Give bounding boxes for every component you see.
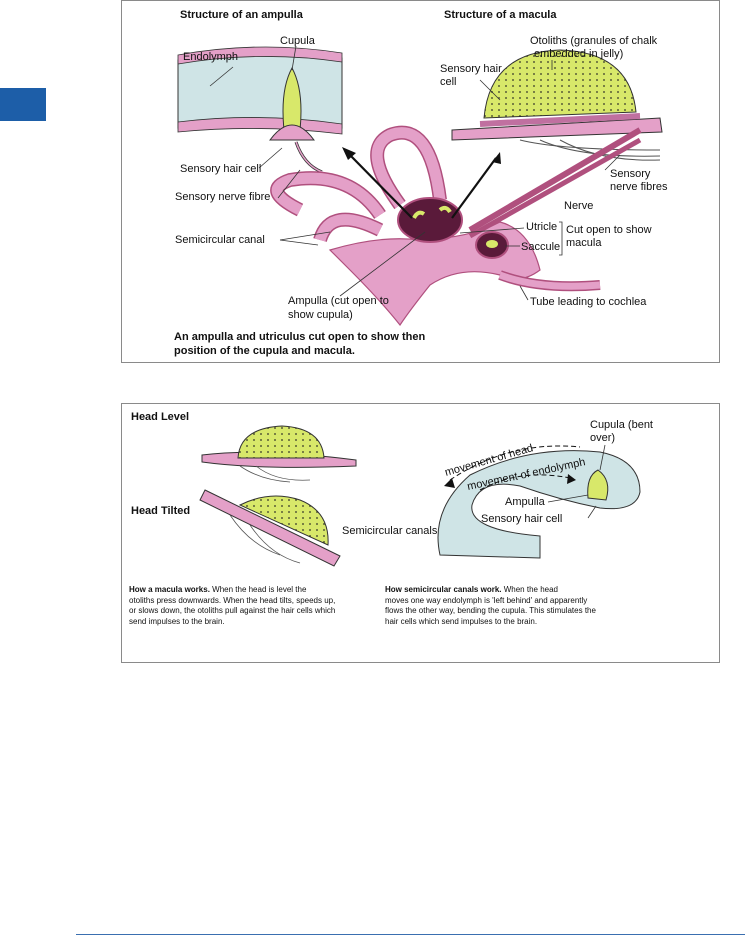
ampulla-label-line1: Ampulla (cut open to	[288, 295, 389, 307]
macula-hair-cell-label-line2: cell	[440, 76, 457, 88]
head-tilted-label: Head Tilted	[131, 505, 190, 517]
canal-caption-line1: When the head	[501, 585, 558, 594]
ampulla-section-drawing	[177, 46, 343, 174]
macula-section-drawing	[451, 49, 663, 161]
semicircular-canals-label: Semicircular canals	[342, 525, 438, 537]
leader-lines	[209, 45, 621, 301]
ampulla-label-line2: show cupula)	[288, 309, 353, 321]
ampulla-structure-title: Structure of an ampulla	[180, 9, 304, 21]
figure1-caption-line1: An ampulla and utriculus cut open to sho…	[174, 331, 425, 343]
semicircular-canal-drawing	[437, 445, 641, 559]
head-level-label: Head Level	[131, 411, 189, 423]
cupula-label: Cupula	[280, 35, 316, 47]
figure2-leader-lines	[547, 444, 606, 519]
otoliths-label-line1: Otoliths (granules of chalk	[530, 35, 658, 47]
canal-caption-line3: flows the other way, bending the cupula.…	[385, 606, 596, 615]
sensory-nerve-fibre-label: Sensory nerve fibre	[175, 191, 270, 203]
footer-rule	[76, 934, 745, 935]
how-it-works-figure	[121, 403, 720, 663]
chapter-tab-marker	[0, 88, 46, 121]
cut-open-label-line2: macula	[566, 237, 602, 249]
canal-caption: How semicircular canals work. When the h…	[385, 585, 645, 627]
macula-caption-line1: When the head is level the	[209, 585, 307, 594]
semicircular-canal-label: Semicircular canal	[175, 234, 265, 246]
cochlea-tube-label: Tube leading to cochlea	[530, 296, 647, 308]
macula-caption: How a macula works. When the head is lev…	[129, 585, 379, 627]
cupula-bent-label-line2: over)	[590, 432, 615, 444]
cupula-bent-label-line1: Cupula (bent	[590, 419, 653, 431]
canal-caption-line4: hair cells which send impulses to the br…	[385, 616, 538, 626]
ampulla-label: Ampulla	[505, 496, 546, 508]
macula-level-drawing	[201, 425, 357, 483]
macula-hair-cell-label-line1: Sensory hair	[440, 63, 502, 75]
canal-caption-heading: How semicircular canals work.	[385, 585, 502, 594]
cut-open-label-line1: Cut open to show	[566, 224, 652, 236]
sensory-nerve-fibres-label-line1: Sensory	[610, 168, 651, 180]
utricle-label: Utricle	[526, 221, 557, 233]
labyrinth-drawing	[270, 125, 642, 327]
saccule-label: Saccule	[521, 241, 560, 253]
canal-caption-line2: moves one way endolymph is 'left behind'…	[385, 595, 588, 605]
endolymph-label: Endolymph	[183, 51, 238, 63]
pointer-arrows	[342, 147, 501, 219]
otoliths-label-line2: embedded in jelly)	[534, 48, 623, 60]
macula-tilted-drawing	[199, 489, 341, 567]
macula-caption-heading: How a macula works.	[129, 585, 210, 594]
figure1-caption-line2: position of the cupula and macula.	[174, 345, 355, 357]
macula-caption-line2: otoliths press downwards. When the head …	[129, 595, 336, 605]
canal-sensory-hair-cell-label: Sensory hair cell	[481, 513, 562, 525]
sensory-nerve-fibres-label-line2: nerve fibres	[610, 181, 668, 193]
macula-caption-line3: or slows down, the otoliths pull against…	[129, 606, 336, 615]
sensory-hair-cell-label: Sensory hair cell	[180, 163, 261, 175]
nerve-label: Nerve	[564, 200, 593, 212]
macula-structure-title: Structure of a macula	[444, 9, 557, 21]
macula-caption-line4: send impulses to the brain.	[129, 616, 225, 626]
